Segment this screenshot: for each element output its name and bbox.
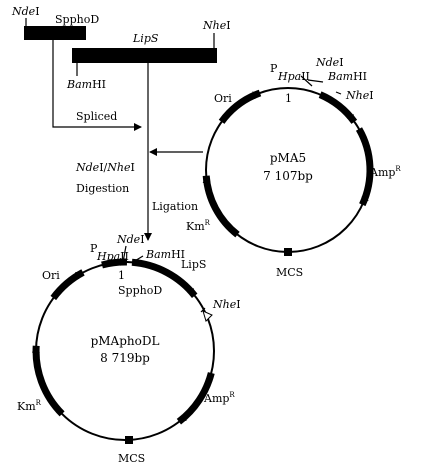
pma5-amp-segment	[355, 127, 374, 207]
pmaphodl-promoter-p: P	[90, 242, 98, 255]
spliced-arrow	[52, 40, 142, 131]
pmaphodl-promoter-segment	[101, 257, 128, 269]
pma5-name: pMA5	[270, 151, 306, 165]
pmaphodl-nde-label: NdeI	[116, 233, 145, 246]
spliced-label: Spliced	[76, 110, 117, 123]
pmaphodl-km-label: KmR	[17, 399, 42, 413]
pmaphodl-amp-label: AmpR	[203, 391, 235, 405]
pma5-km-label: KmR	[186, 219, 211, 233]
lips-name-label: LipS	[132, 32, 159, 45]
plasmid-pmaphodl: P HpaII 1 NdeI BamHI LipS SpphoD NheI Or…	[17, 233, 241, 465]
pmaphodl-mcs-mark	[125, 436, 133, 444]
pma5-amp-label: AmpR	[369, 165, 401, 179]
digest-enzymes-label: NdeI/NheI	[75, 161, 135, 174]
pma5-nhe-label: NheI	[345, 89, 374, 102]
pma5-promoter-segment	[318, 91, 358, 124]
pma5-ori-label: Ori	[214, 92, 232, 105]
pma5-ori-segment	[218, 89, 262, 124]
pma5-mcs-mark	[284, 248, 292, 256]
spphod-gene-bar	[24, 26, 86, 40]
pmaphodl-size: 8 719bp	[100, 351, 150, 365]
lips-site-left-label: BamHI	[66, 78, 106, 91]
plasmid-pma5: P HpaII 1 NdeI BamHI NheI Ori AmpR KmR M…	[186, 56, 401, 279]
pmaphodl-nhe-mark	[202, 310, 213, 322]
pmaphodl-amp-segment	[176, 372, 215, 425]
pmaphodl-ori-segment	[50, 269, 85, 301]
digestion-label: Digestion	[76, 182, 129, 195]
pmaphodl-lips-label: LipS	[181, 258, 206, 271]
pmaphodl-nhe-tick	[200, 307, 206, 313]
fragment-lips: LipS NheI BamHI	[66, 19, 231, 91]
pma5-bam-tick	[307, 79, 324, 83]
spphod-site-label: NdeI	[11, 5, 40, 18]
pmaphodl-bam-label: BamHI	[145, 248, 185, 261]
pmaphodl-nhe-label: NheI	[212, 298, 241, 311]
fragment-spphod: NdeI SpphoD	[11, 5, 99, 40]
spphod-name-label: SpphoD	[55, 13, 99, 26]
pmaphodl-bam-tick	[132, 255, 144, 263]
pmaphodl-spphod-label: SpphoD	[118, 284, 162, 297]
pma5-promoter-p: P	[270, 62, 278, 75]
pmaphodl-mcs-label: MCS	[118, 452, 145, 465]
pma5-bam-label: BamHI	[327, 70, 367, 83]
pmaphodl-ori-label: Ori	[42, 269, 60, 282]
pmaphodl-start-mark: 1	[118, 269, 125, 282]
pmaphodl-km-segment	[31, 344, 65, 417]
pma5-nde-tick	[300, 75, 313, 87]
pma5-km-segment	[202, 174, 240, 238]
pmaphodl-nde-tick	[122, 245, 127, 263]
pmaphodl-lips-segment	[131, 258, 198, 299]
lips-gene-bar	[72, 48, 217, 63]
ligation-label: Ligation	[152, 200, 198, 213]
pma5-size: 7 107bp	[263, 169, 313, 183]
pmaphodl-name: pMAphoDL	[91, 334, 160, 348]
lips-site-right-label: NheI	[202, 19, 231, 32]
pma5-nhe-tick	[335, 91, 342, 95]
pma5-mcs-label: MCS	[276, 266, 303, 279]
process-flow: Spliced NdeI/NheI Digestion Ligation	[52, 40, 203, 241]
pmaphodl-promoter-site: HpaII	[96, 250, 129, 263]
pma5-promoter-site: HpaII	[277, 70, 310, 83]
pma5-nde-label: NdeI	[315, 56, 344, 69]
pma5-start-mark: 1	[285, 92, 292, 105]
